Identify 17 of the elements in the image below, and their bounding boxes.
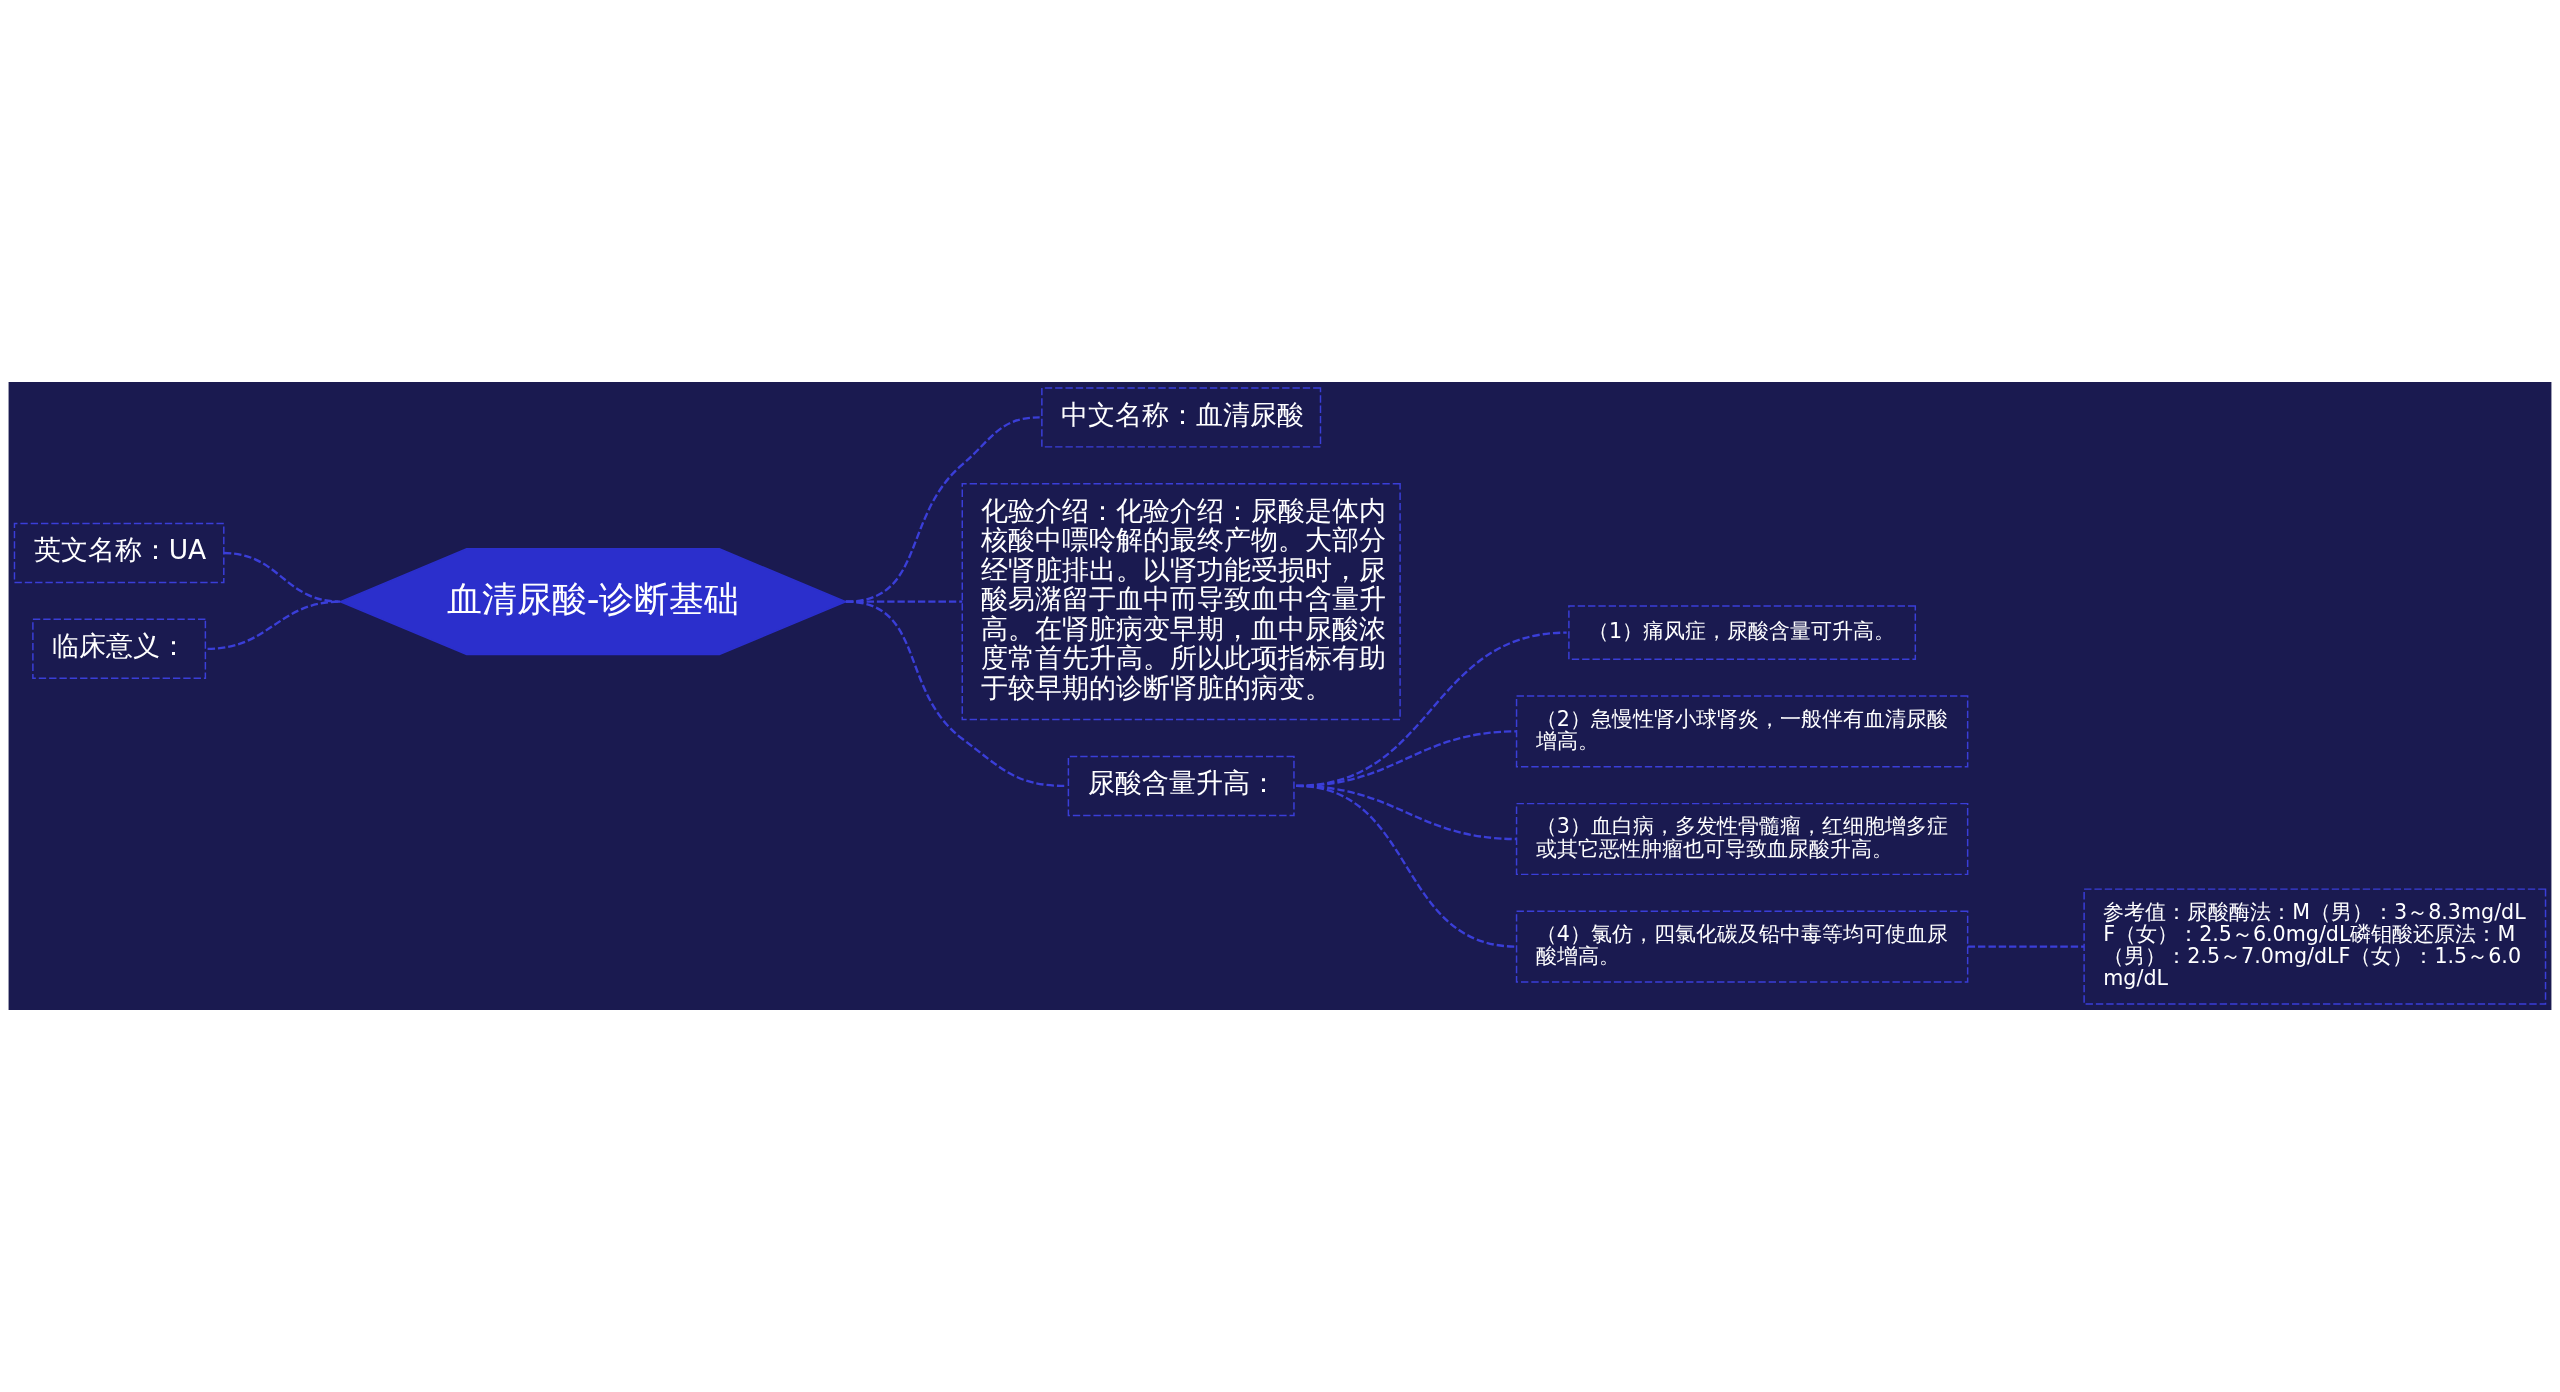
node-box: 英文名称：UA [13, 522, 225, 584]
node-box: （3）血白病，多发性骨髓瘤，红细胞增多症或其它恶性肿瘤也可导致血尿酸升高。 [1515, 802, 1969, 876]
node-box: 参考值：尿酸酶法：M（男）：3～8.3mg/dLF（女）：2.5～6.0mg/dL磷钼酸还原法：M（男）：2.5～7.0mg/dLF（女）：1.5～6.0mg/dL [2083, 888, 2547, 1005]
connector [207, 600, 341, 650]
connector [223, 551, 341, 603]
node-box: 化验介绍：化验介绍：尿酸是体内核酸中嘌呤解的最终产物。大部分经肾脏排出。以肾功能受损时，尿酸易潴留于血中而导致血中含量升高。在肾脏病变早期，血中尿酸浓度常首先升高。所以此项指标有助于较早期的诊断肾脏的病变。 [961, 483, 1401, 721]
node-box: （2）急慢性肾小球肾炎，一般伴有血清尿酸增高。 [1515, 695, 1969, 768]
connector [845, 600, 963, 603]
connector [1967, 945, 2085, 948]
node-box: 临床意义： [32, 618, 207, 680]
node-box: 尿酸含量升高： [1067, 755, 1295, 817]
connector [1296, 784, 1517, 948]
node-box: （1）痛风症，尿酸含量可升高。 [1568, 605, 1917, 660]
node-box: 中文名称：血清尿酸 [1041, 387, 1322, 448]
node-box: （4）氯仿，四氯化碳及铅中毒等均可使血尿酸增高。 [1515, 910, 1969, 983]
connector [845, 600, 1067, 788]
connector [845, 416, 1040, 603]
